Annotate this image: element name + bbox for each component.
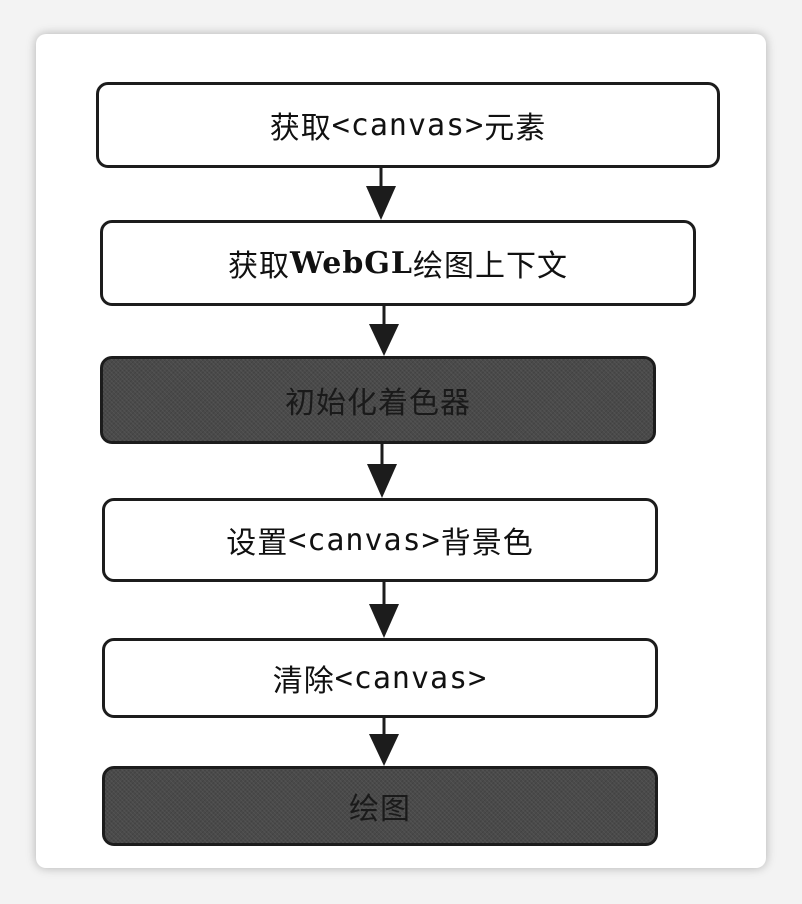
- arrow-down-icon: [367, 444, 397, 498]
- step-4-prefix: 设置: [226, 526, 289, 561]
- step-1-code: <canvas>: [331, 107, 485, 143]
- step-init-shaders: 初始化着色器: [100, 356, 656, 444]
- step-4-suffix: 背景色: [440, 526, 534, 561]
- arrow-down-icon: [369, 582, 399, 638]
- step-1-prefix: 获取: [269, 111, 332, 146]
- step-2-code: WebGL: [289, 245, 414, 281]
- step-3-label: 初始化着色器: [285, 386, 471, 421]
- step-1-suffix: 元素: [484, 111, 547, 146]
- step-2-prefix: 获取: [227, 249, 290, 284]
- arrow-down-icon: [369, 718, 399, 766]
- step-6-label: 绘图: [349, 792, 411, 827]
- step-4-code: <canvas>: [288, 522, 441, 558]
- step-draw: 绘图: [102, 766, 658, 846]
- step-5-code: <canvas>: [334, 660, 488, 696]
- step-set-background: 设置<canvas>背景色: [102, 498, 658, 582]
- step-get-canvas: 获取<canvas>元素: [96, 82, 720, 168]
- step-5-prefix: 清除: [272, 664, 335, 699]
- step-2-suffix: 绘图上下文: [413, 249, 569, 284]
- arrow-down-icon: [366, 168, 396, 220]
- arrow-down-icon: [369, 306, 399, 356]
- step-clear-canvas: 清除<canvas>: [102, 638, 658, 718]
